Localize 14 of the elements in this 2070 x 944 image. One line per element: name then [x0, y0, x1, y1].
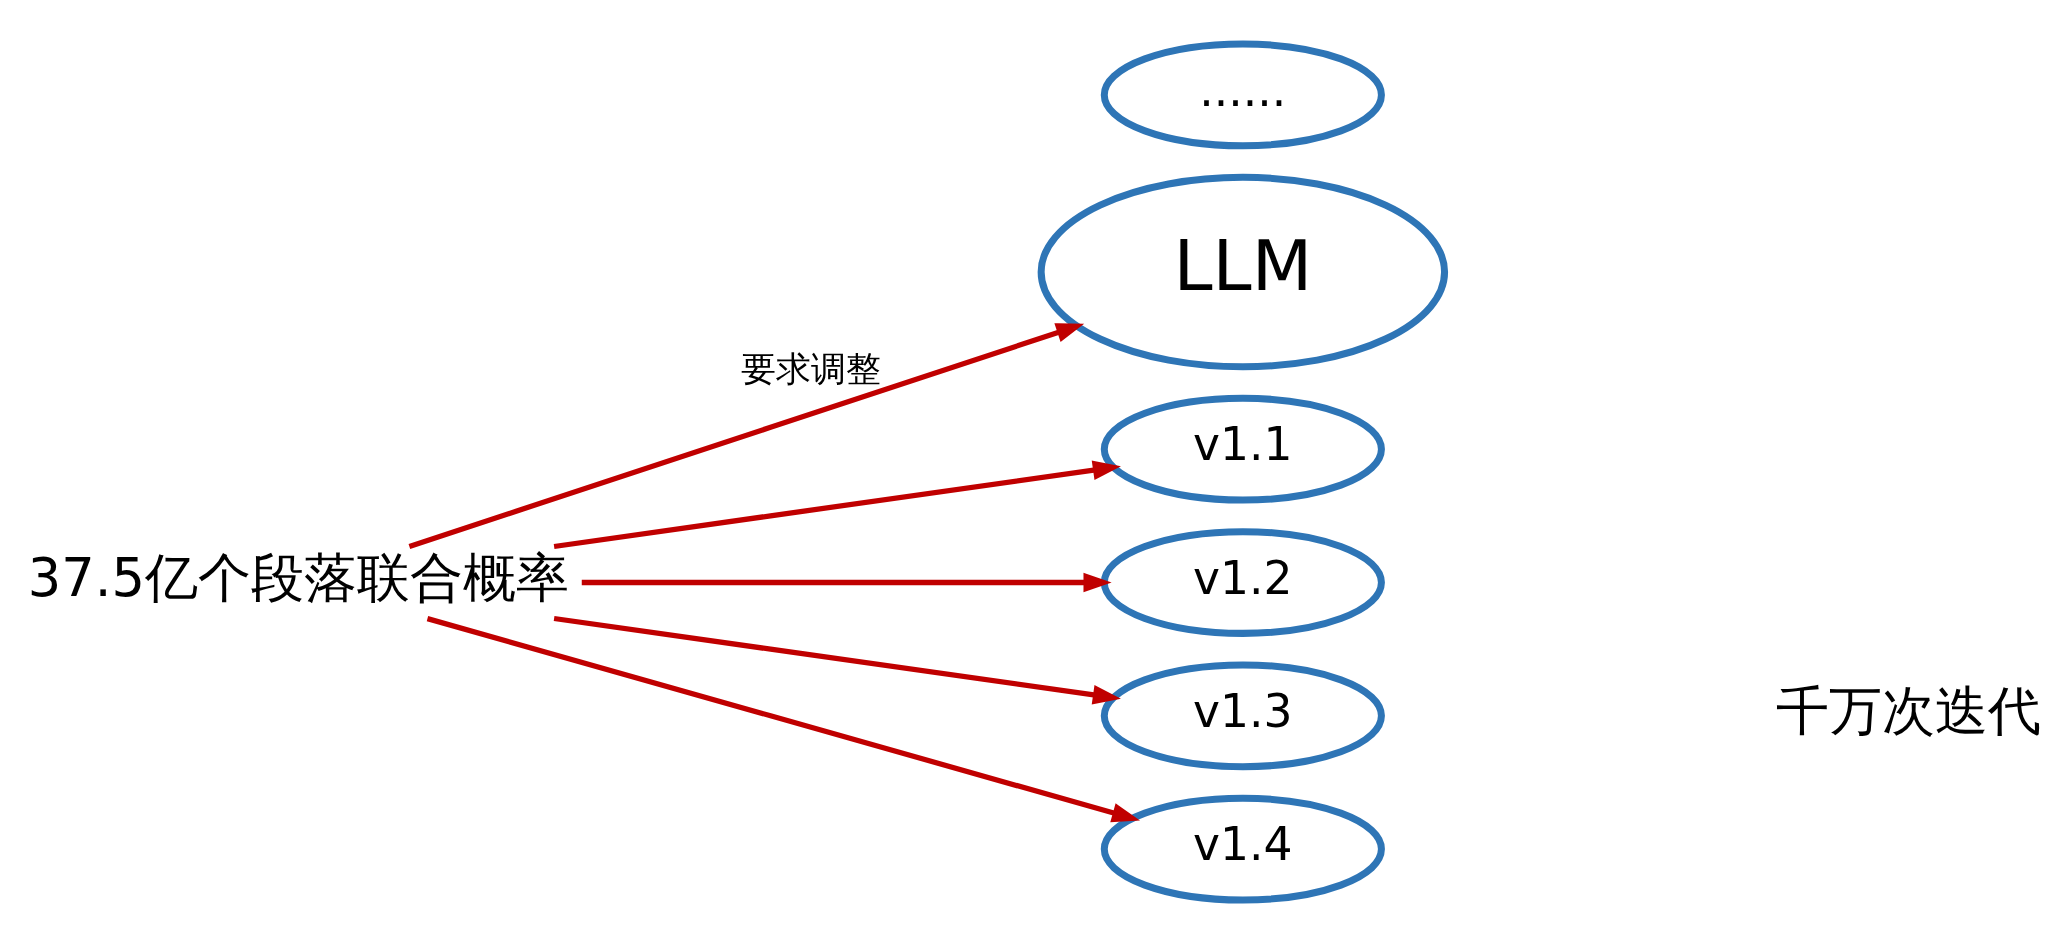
label: 千万次迭代 [1776, 679, 2042, 741]
arrow [553, 460, 1121, 550]
node-ellipse: v1.1 [1100, 394, 1385, 504]
arrow [408, 323, 1085, 549]
node-ellipse: LLM [1037, 173, 1449, 371]
node-ellipse: v1.3 [1100, 661, 1385, 771]
arrow [426, 616, 1140, 823]
node-text: 37.5亿个段落联合概率 [27, 546, 569, 608]
edge-label: 要求调整 [741, 347, 882, 389]
arrow [553, 615, 1121, 705]
node-ellipse: ...... [1100, 40, 1385, 150]
node-ellipse: v1.4 [1100, 794, 1385, 904]
node-ellipse: v1.2 [1100, 528, 1385, 637]
arrow [581, 572, 1112, 593]
